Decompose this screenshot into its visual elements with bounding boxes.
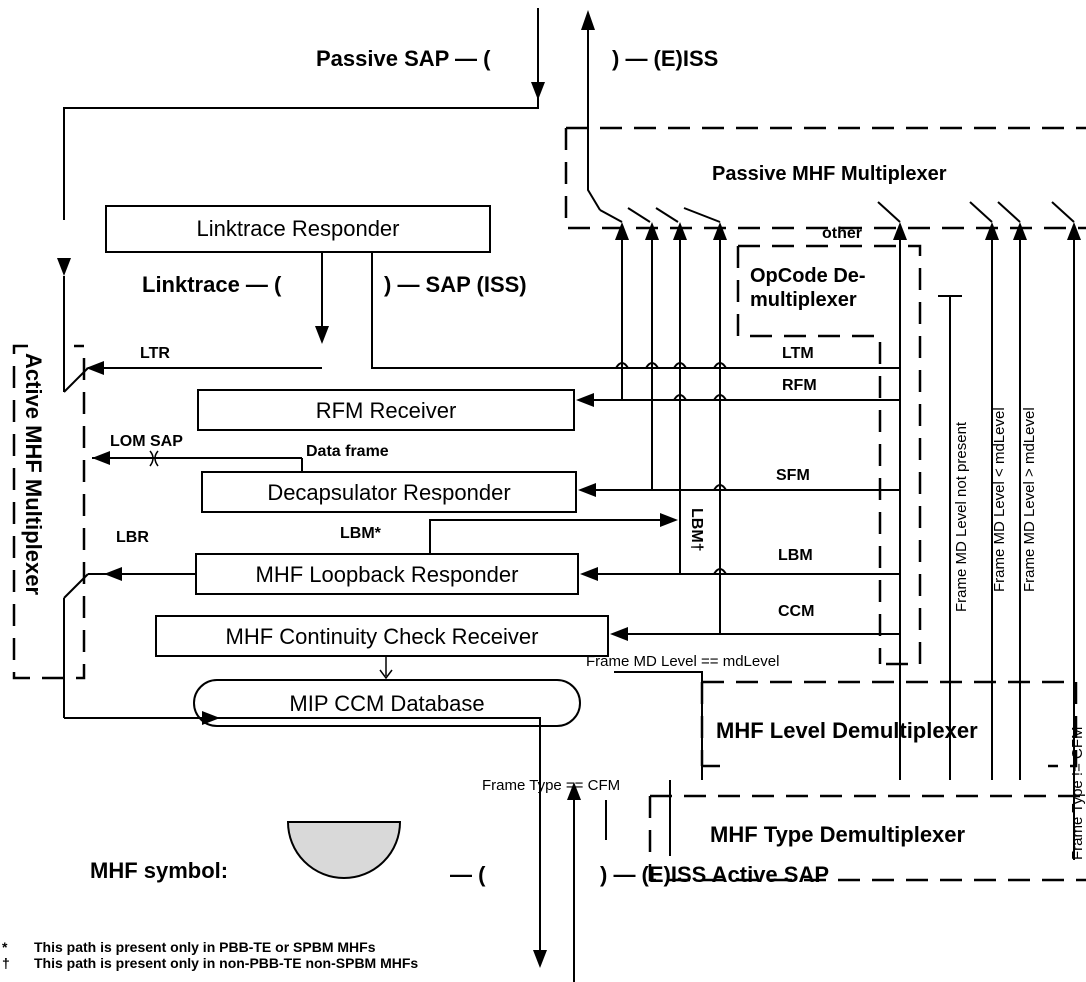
sfm-arrow: [578, 483, 596, 497]
active-sap-down-path: [64, 717, 541, 950]
mhf-cc-receiver-label: MHF Continuity Check Receiver: [226, 624, 539, 649]
decapsulator-responder-label: Decapsulator Responder: [267, 480, 510, 505]
dagger-mark: †: [2, 955, 10, 971]
active-sap-prefix: — (: [450, 862, 486, 887]
mhf-loopback-responder-box: [195, 553, 579, 595]
opcode-label-line2: multiplexer: [750, 289, 857, 311]
passive-sap-prefix: Passive SAP — (: [316, 46, 491, 71]
lbm-star-path: LBM*: [340, 508, 681, 554]
type-demux-label: MHF Type Demultiplexer: [710, 822, 966, 847]
rfm-receiver-box: [197, 389, 575, 431]
opcode-label-line1: OpCode De-: [750, 265, 866, 287]
md-not-present-path: Frame MD Level not present: [938, 295, 970, 780]
linktrace-sap-prefix: Linktrace — (: [142, 272, 282, 297]
other-arrow: [893, 222, 907, 240]
rfm-arrow: [576, 393, 594, 407]
level-demux-label: MHF Level Demultiplexer: [716, 718, 978, 743]
decapsulator-responder-box: [201, 471, 577, 513]
mhf-symbol-icon: [286, 821, 402, 879]
lom-sap-label: LOM SAP: [110, 433, 183, 450]
mhf-loopback-responder-label: MHF Loopback Responder: [256, 562, 519, 587]
rfm-receiver-label: RFM Receiver: [316, 398, 457, 423]
md-not-present-label: Frame MD Level not present: [953, 421, 970, 612]
ccm-arrow: [610, 627, 628, 641]
md-eq-label: Frame MD Level == mdLevel: [586, 653, 779, 670]
lbr-arrow: [104, 567, 122, 581]
lbm-star-arrow: [660, 513, 678, 527]
other-label: other: [822, 225, 862, 242]
passive-feed-lines: [615, 222, 727, 634]
passive-sap-up-path: [587, 30, 601, 211]
lbr-label: LBR: [116, 529, 149, 546]
lom-sap: LOM SAP Data frame: [92, 433, 389, 472]
level-demux-outputs: Frame MD Level < mdLevel Frame MD Level …: [985, 222, 1086, 860]
active-sap-suffix: ) — (E)ISS Active SAP: [600, 862, 829, 887]
lbm-star-label: LBM*: [340, 525, 382, 542]
passive-sap-down-path: [63, 8, 539, 220]
linktrace-sap-suffix: ) — SAP (ISS): [384, 272, 527, 297]
passive-mux-label: Passive MHF Multiplexer: [712, 163, 947, 185]
passive-mhf-multiplexer: Passive MHF Multiplexer: [564, 126, 1086, 230]
star-mark: *: [2, 939, 8, 955]
linktrace-responder-box: [105, 205, 491, 253]
sfm-label: SFM: [776, 467, 810, 484]
mip-ccm-database-box: [193, 679, 581, 727]
mhf-type-demultiplexer: Frame Type == CFM MHF Type Demultiplexer: [482, 777, 1086, 882]
ltr-arrow: [86, 361, 104, 375]
receiver-boxes: RFM Receiver Decapsulator Responder MHF …: [155, 389, 609, 727]
ltr-down-arrow: [315, 326, 329, 344]
active-mhf-multiplexer: Active MHF Multiplexer LTR LBR: [12, 276, 322, 718]
ccm-label: CCM: [778, 603, 814, 620]
lbm-arrow: [580, 567, 598, 581]
type-ne-label: Frame Type != CFM: [1069, 726, 1086, 860]
active-mux-entry-arrow: [57, 258, 71, 276]
active-sap: — ( ) — (E)ISS Active SAP: [64, 711, 829, 982]
data-frame-label: Data frame: [306, 443, 389, 460]
legend: MHF symbol: * This path is present only …: [2, 821, 418, 971]
mhf-level-demultiplexer: Frame MD Level == mdLevel MHF Level Demu…: [586, 653, 1078, 856]
active-mux-label: Active MHF Multiplexer: [21, 353, 46, 595]
rfm-label: RFM: [782, 377, 817, 394]
type-eq-label: Frame Type == CFM: [482, 777, 620, 794]
dagger-note: This path is present only in non-PBB-TE …: [34, 955, 418, 971]
passive-sap-suffix: ) — (E)ISS: [612, 46, 718, 71]
opcode-outputs: LTM RFM SFM LBM CCM LBM†: [576, 345, 900, 641]
mhf-cc-receiver-box: [155, 615, 609, 657]
active-sap-up-arrow: [567, 782, 581, 800]
mip-ccm-database-label: MIP CCM Database: [289, 691, 484, 716]
ltm-path: [371, 252, 900, 369]
passive-sap-up-arrow: [581, 10, 595, 30]
mhf-symbol-label: MHF symbol:: [90, 858, 228, 883]
ltm-label: LTM: [782, 345, 814, 362]
ccm-db-arrow: [379, 669, 393, 680]
md-gt-label: Frame MD Level > mdLevel: [1021, 407, 1038, 592]
active-down-right-arrow: [202, 711, 220, 725]
passive-sap-down-arrow: [531, 82, 545, 100]
ltr-label: LTR: [140, 345, 170, 362]
linktrace-responder-label: Linktrace Responder: [196, 216, 399, 241]
active-sap-down-arrow: [533, 950, 547, 968]
opcode-demultiplexer: OpCode De- multiplexer other: [736, 222, 922, 780]
passive-sap: Passive SAP — ( ) — (E)ISS: [57, 8, 718, 276]
lom-sap-arrow: [92, 451, 110, 465]
lbm-dagger-label: LBM†: [688, 508, 705, 552]
lbm-label: LBM: [778, 547, 813, 564]
md-lt-label: Frame MD Level < mdLevel: [991, 407, 1008, 592]
linktrace-responder-group: Linktrace Responder Linktrace — ( ) — SA…: [105, 205, 900, 369]
star-note: This path is present only in PBB-TE or S…: [34, 939, 376, 955]
